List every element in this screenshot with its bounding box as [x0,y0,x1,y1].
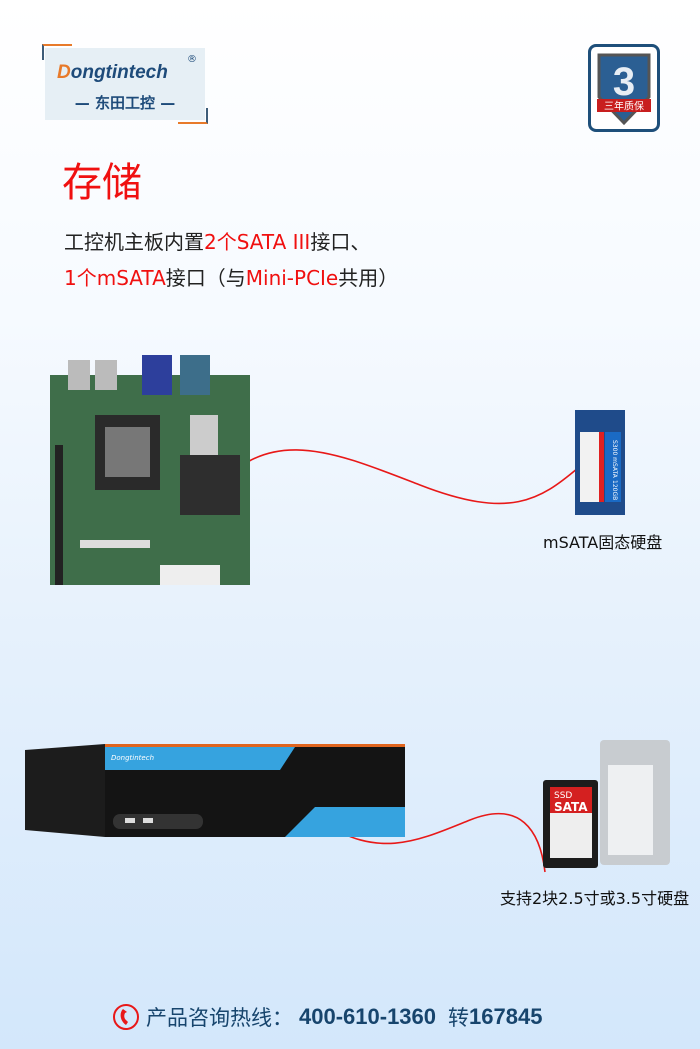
phone-icon [113,1004,139,1030]
svg-text:SSD: SSD [554,791,572,801]
desc-segment: 接口、 [310,230,371,254]
desc-segment: 工控机主板内置 [64,230,204,254]
desc-segment: 1个mSATA [64,266,166,290]
svg-text:SATA: SATA [554,800,588,814]
motherboard-image [50,355,250,585]
drives-caption: 支持2块2.5寸或3.5寸硬盘 [500,889,690,908]
chassis-image: Dongtintech [25,744,405,837]
svg-text:120GB: 120GB [611,480,618,500]
msata-caption: mSATA固态硬盘 [543,533,663,552]
section-title: 存储 [62,160,142,206]
hotline: 产品咨询热线： 400-610-1360 转 167845 [112,1002,542,1032]
desc-line-1: 工控机主板内置2个SATA III接口、 [64,226,370,255]
msata-ssd-image: S300 mSATA 120GB [575,410,625,515]
svg-text:3: 3 [613,60,635,104]
svg-text:S300 mSATA: S300 mSATA [611,440,618,479]
svg-text:Dongtintech: Dongtintech [111,754,154,762]
desc-segment: 共用） [338,266,399,290]
warranty-badge: 3 三年质保 [588,44,660,132]
drives-image: SSD SATA [543,740,670,868]
brand-logo: Dongtintech ® — 东田工控 — [42,44,208,124]
desc-segment: 2个SATA III [204,230,311,254]
desc-segment: Mini-PCIe [245,266,339,290]
desc-segment: 接口（与 [165,266,246,290]
svg-text:三年质保: 三年质保 [604,100,644,113]
desc-line-2: 1个mSATA接口（与Mini-PCIe共用） [64,262,398,291]
